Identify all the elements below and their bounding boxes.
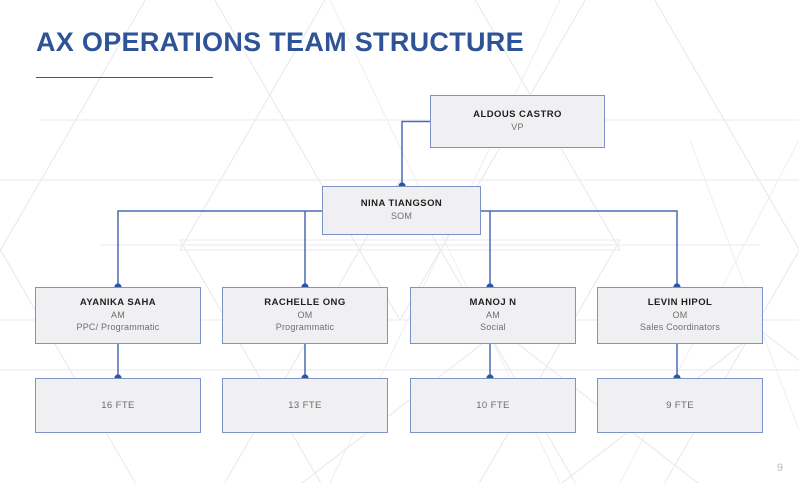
org-node-name: RACHELLE ONG <box>264 297 346 309</box>
org-node-team: Programmatic <box>275 321 335 332</box>
org-node-manager[interactable]: LEVIN HIPOL OM Sales Coordinators <box>597 287 763 344</box>
org-node-role: AM <box>111 309 125 320</box>
fte-count: 9 FTE <box>666 400 694 411</box>
fte-count: 10 FTE <box>476 400 510 411</box>
org-node-name: MANOJ N <box>469 297 517 309</box>
org-node-role: AM <box>486 309 500 320</box>
org-node-fte[interactable]: 16 FTE <box>35 378 201 433</box>
title-underline <box>36 77 213 78</box>
page-title: AX OPERATIONS TEAM STRUCTURE <box>36 27 524 57</box>
org-node-role: VP <box>511 121 524 132</box>
org-node-role: OM <box>297 309 313 320</box>
org-node-senior[interactable]: NINA TIANGSON SOM <box>322 186 481 235</box>
org-node-name: NINA TIANGSON <box>360 198 443 210</box>
fte-count: 13 FTE <box>288 400 322 411</box>
org-node-manager[interactable]: AYANIKA SAHA AM PPC/ Programmatic <box>35 287 201 344</box>
org-node-fte[interactable]: 10 FTE <box>410 378 576 433</box>
page-number: 9 <box>776 462 783 474</box>
org-node-role: OM <box>672 309 688 320</box>
org-node-fte[interactable]: 9 FTE <box>597 378 763 433</box>
org-node-team: Social <box>480 321 506 332</box>
org-node-team: Sales Coordinators <box>639 321 721 332</box>
org-node-manager[interactable]: MANOJ N AM Social <box>410 287 576 344</box>
org-node-manager[interactable]: RACHELLE ONG OM Programmatic <box>222 287 388 344</box>
org-node-name: AYANIKA SAHA <box>79 297 157 309</box>
org-node-team: PPC/ Programmatic <box>76 321 160 332</box>
fte-count: 16 FTE <box>101 400 135 411</box>
org-node-role: SOM <box>390 210 413 221</box>
org-node-name: ALDOUS CASTRO <box>473 109 562 121</box>
org-node-fte[interactable]: 13 FTE <box>222 378 388 433</box>
org-node-executive[interactable]: ALDOUS CASTRO VP <box>430 95 605 148</box>
org-node-name: LEVIN HIPOL <box>647 297 713 309</box>
